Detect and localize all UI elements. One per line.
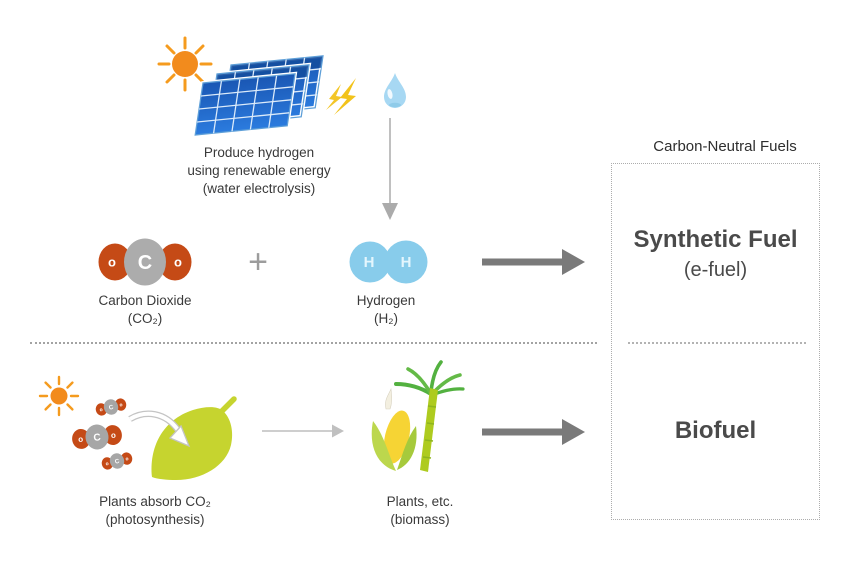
caption-line: (water electrolysis) (202, 181, 316, 196)
molecule-formula: (H₂) (374, 311, 398, 326)
produce-hydrogen-caption: Produce hydrogen using renewable energy … (148, 144, 370, 198)
synthetic-fuel-label: Synthetic Fuel (e-fuel) (611, 226, 820, 283)
arrow-down-icon (382, 118, 398, 220)
photosynthesis-caption: Plants absorb CO₂ (photosynthesis) (50, 493, 260, 529)
co2-molecules-small (70, 395, 134, 473)
lightning-icon (326, 78, 356, 115)
arrow-right-icon-synthetic (482, 249, 585, 275)
caption-line: (photosynthesis) (105, 512, 205, 527)
arrow-right-icon-biofuel (482, 419, 585, 445)
curved-arrow-icon (128, 410, 191, 448)
caption-line: Plants absorb CO₂ (99, 494, 211, 509)
oxygen-atom-label: o (108, 255, 116, 270)
molecule-name: Hydrogen (356, 293, 416, 308)
oxygen-atom-label: o (174, 255, 182, 270)
sugarcane-icon (394, 360, 465, 472)
plus-sign: + (248, 243, 268, 281)
sun-icon (157, 36, 213, 92)
caption-line: Produce hydrogen (203, 145, 315, 160)
box-inner-divider (628, 342, 806, 344)
sun-icon-small (38, 375, 80, 417)
biofuel-text: Biofuel (674, 417, 757, 444)
leaf-icon (151, 396, 237, 480)
synthetic-fuel-text: Synthetic Fuel (633, 226, 798, 253)
co2-molecule-icon: o C o (98, 238, 192, 286)
solar-panels-icon (192, 53, 326, 138)
carbon-atom-label: C (138, 252, 152, 274)
caption-line: Plants, etc. (386, 494, 454, 509)
biomass-caption: Plants, etc. (biomass) (325, 493, 515, 529)
section-divider (30, 342, 597, 344)
molecule-name: Carbon Dioxide (98, 293, 192, 308)
carbon-neutral-fuels-title: Carbon-Neutral Fuels (653, 138, 797, 155)
water-drop-icon (384, 73, 406, 108)
corn-icon (371, 387, 417, 471)
caption-line: (biomass) (390, 512, 450, 527)
carbon-dioxide-label: Carbon Dioxide (CO₂) (60, 292, 230, 328)
biofuel-label: Biofuel (611, 417, 820, 445)
arrow-right-thin-icon (262, 424, 344, 438)
hydrogen-label: Hydrogen (H₂) (301, 292, 471, 328)
hydrogen-atom-label: H (364, 254, 375, 271)
caption-line: using renewable energy (187, 163, 331, 178)
carbon-neutral-fuels-box (611, 163, 820, 520)
molecule-formula: (CO₂) (127, 311, 163, 326)
efuel-text: (e-fuel) (683, 259, 748, 281)
hydrogen-atom-label: H (401, 254, 412, 271)
h2-molecule-icon: H H (349, 240, 428, 284)
